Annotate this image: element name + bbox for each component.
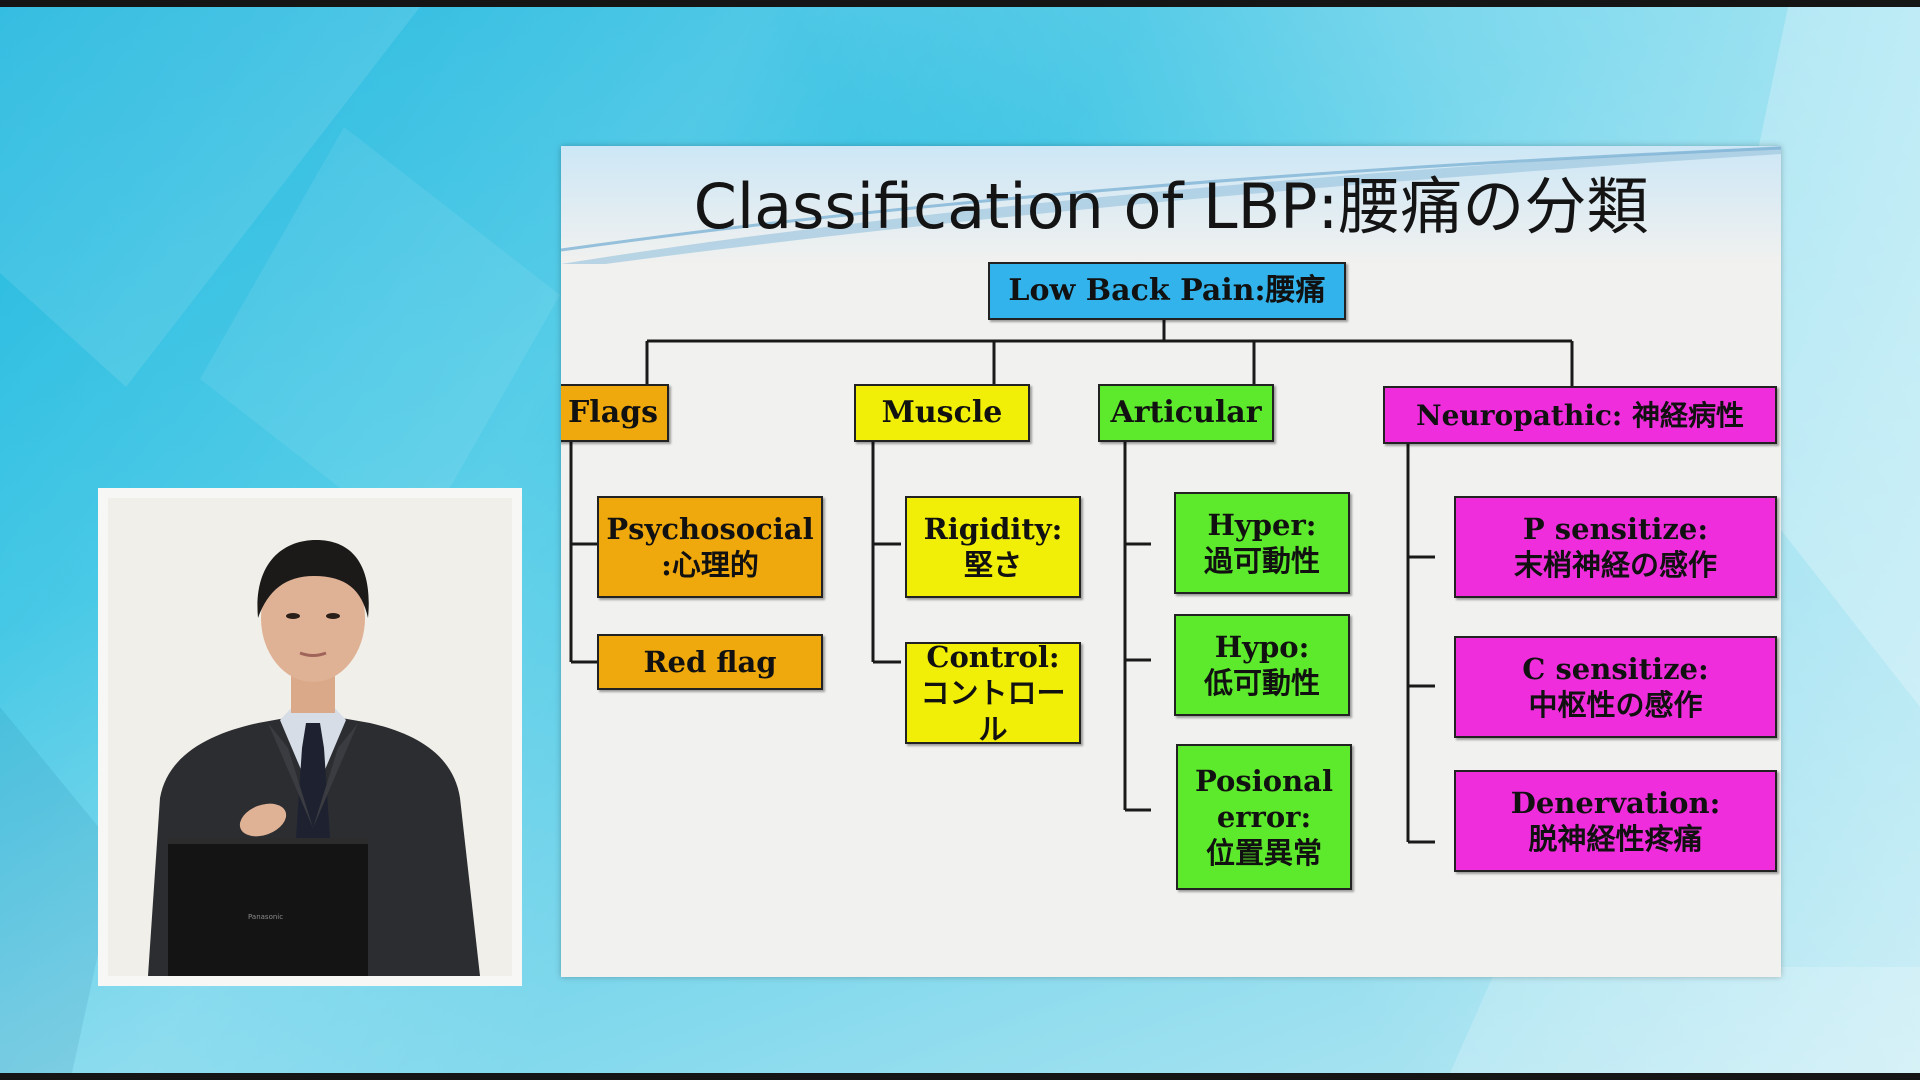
laptop-brand: Panasonic bbox=[248, 913, 284, 921]
node-hyper: Hyper: 過可動性 bbox=[1174, 492, 1350, 594]
node-denervation-label: Denervation: 脱神経性疼痛 bbox=[1510, 785, 1721, 856]
category-articular-label: Articular bbox=[1110, 395, 1262, 431]
node-p-sensitize-label: P sensitize: 末梢神経の感作 bbox=[1513, 511, 1717, 582]
root-node-label: Low Back Pain:腰痛 bbox=[1008, 273, 1326, 309]
node-psychosocial-label: Psychosocial :心理的 bbox=[606, 511, 814, 582]
category-muscle-label: Muscle bbox=[881, 395, 1003, 431]
node-c-sensitize-label: C sensitize: 中枢性の感作 bbox=[1522, 651, 1709, 722]
presenter-video: Panasonic bbox=[98, 488, 522, 986]
category-muscle: Muscle bbox=[854, 384, 1030, 442]
node-hyper-label: Hyper: 過可動性 bbox=[1203, 507, 1320, 578]
category-neuropathic-label: Neuropathic: 神経病性 bbox=[1416, 398, 1744, 432]
node-positional-error: Posional error: 位置異常 bbox=[1176, 744, 1352, 890]
category-articular: Articular bbox=[1098, 384, 1274, 442]
category-flags-label: Flags bbox=[568, 395, 658, 431]
node-control-label: Control: コントロール bbox=[920, 639, 1066, 747]
node-control: Control: コントロール bbox=[905, 640, 1081, 746]
node-red-flag-label: Red flag bbox=[643, 644, 777, 679]
category-neuropathic: Neuropathic: 神経病性 bbox=[1383, 386, 1777, 444]
node-hypo: Hypo: 低可動性 bbox=[1174, 614, 1350, 716]
slide: Classification of LBP:腰痛の分類 bbox=[561, 146, 1781, 977]
node-positional-error-label: Posional error: 位置異常 bbox=[1195, 763, 1333, 871]
letterbox-bottom bbox=[0, 1073, 1920, 1080]
node-hypo-label: Hypo: 低可動性 bbox=[1203, 629, 1320, 700]
node-denervation: Denervation: 脱神経性疼痛 bbox=[1454, 770, 1777, 872]
category-flags: Flags bbox=[561, 384, 669, 442]
node-red-flag: Red flag bbox=[597, 634, 823, 690]
node-rigidity: Rigidity: 堅さ bbox=[905, 496, 1081, 598]
node-c-sensitize: C sensitize: 中枢性の感作 bbox=[1454, 636, 1777, 738]
node-rigidity-label: Rigidity: 堅さ bbox=[923, 511, 1063, 582]
letterbox-top bbox=[0, 0, 1920, 7]
node-psychosocial: Psychosocial :心理的 bbox=[597, 496, 823, 598]
connector-lines bbox=[569, 319, 1574, 844]
presenter-figure bbox=[108, 498, 512, 976]
slide-title: Classification of LBP:腰痛の分類 bbox=[693, 170, 1649, 243]
root-node-low-back-pain: Low Back Pain:腰痛 bbox=[988, 262, 1346, 320]
slide-header-swoosh bbox=[561, 146, 1781, 264]
node-p-sensitize: P sensitize: 末梢神経の感作 bbox=[1454, 496, 1777, 598]
